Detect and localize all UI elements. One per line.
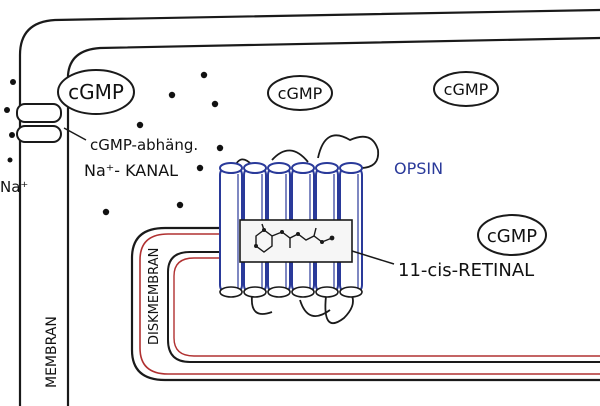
channel-label-line1: cGMP-abhäng.: [90, 136, 198, 154]
retinal-label: 11-cis-RETINAL: [398, 260, 534, 281]
cgmp-label-4: cGMP: [487, 226, 537, 247]
cgmp-ellipse-2: [267, 75, 333, 111]
cgmp-label-3: cGMP: [444, 80, 489, 99]
channel-label-line2: Na⁺- KANAL: [84, 161, 178, 180]
cgmp-dot: [196, 164, 204, 172]
retinal-box: [239, 219, 353, 263]
outer-membrane: [18, 8, 600, 406]
cgmp-ellipse-4: [477, 214, 547, 256]
diskmembran-label: DISKMEMBRAN: [147, 248, 162, 345]
disk-membrane: [130, 226, 600, 382]
cgmp-dot: [211, 100, 219, 108]
cgmp-bubbles: cGMP cGMP cGMP cGMP: [57, 69, 547, 256]
membran-label: MEMBRAN: [44, 316, 60, 388]
cgmp-label-2: cGMP: [278, 84, 323, 103]
cgmp-ellipse-1: [57, 69, 135, 115]
sodium-ion-dot: [4, 107, 10, 113]
cgmp-dot: [176, 201, 184, 209]
sodium-ion-dot: [9, 132, 15, 138]
cgmp-dot: [216, 144, 224, 152]
cgmp-dot: [200, 71, 208, 79]
cgmp-ellipse-3: [433, 71, 499, 107]
cgmp-dot: [136, 121, 144, 129]
sodium-ion-dot: [10, 79, 16, 85]
sodium-ion-dot: [7, 157, 13, 163]
sodium-label: Na⁺: [0, 178, 28, 196]
helix-1: [219, 162, 243, 295]
retinal-pointer: [351, 250, 395, 265]
na-channel: [16, 103, 62, 143]
opsin-label: OPSIN: [394, 159, 443, 178]
sodium-ions: [4, 79, 16, 163]
cgmp-label-1: cGMP: [68, 80, 124, 104]
cgmp-dot: [168, 91, 176, 99]
cgmp-dots: [102, 71, 224, 216]
channel-pointer: [63, 127, 87, 141]
cgmp-dot: [102, 208, 110, 216]
